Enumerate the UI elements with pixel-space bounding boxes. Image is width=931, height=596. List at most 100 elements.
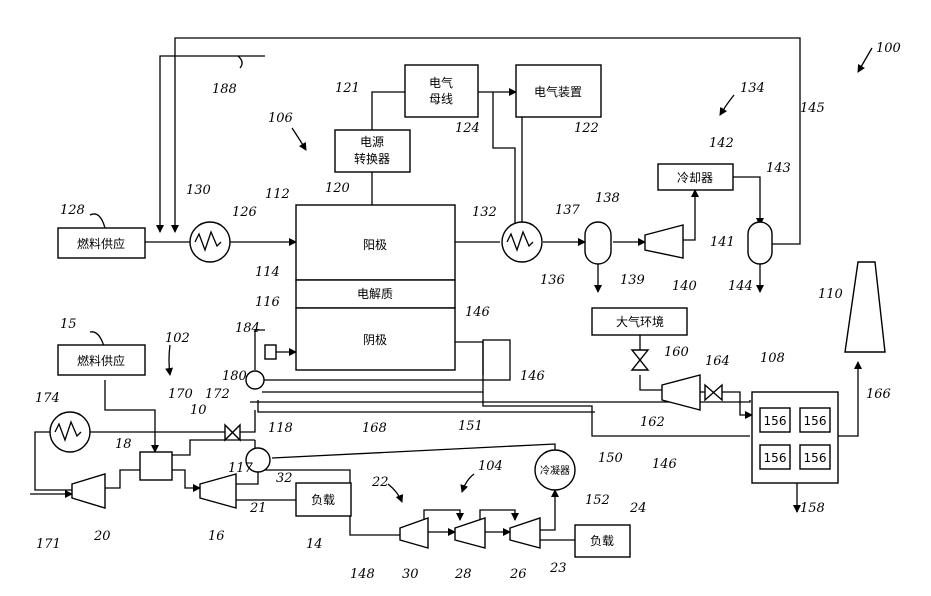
condenser-text: 冷凝器 (540, 464, 570, 477)
label-102: 102 (165, 331, 190, 346)
label-168: 168 (362, 421, 387, 436)
separator-138 (585, 222, 611, 264)
label-108: 108 (760, 351, 785, 366)
valve-160 (632, 350, 648, 370)
label-15: 15 (60, 317, 77, 332)
turbine-30 (400, 518, 428, 548)
label-170: 170 (168, 387, 193, 402)
cooler-text: 冷却器 (677, 171, 713, 185)
label-120: 120 (325, 181, 350, 196)
label-32: 32 (276, 471, 293, 486)
label-16: 16 (208, 529, 225, 544)
label-152: 152 (585, 493, 610, 508)
label-172: 172 (205, 387, 230, 402)
label-122: 122 (574, 121, 599, 136)
label-150: 150 (598, 451, 623, 466)
label-124: 124 (455, 121, 480, 136)
compressor-162 (662, 375, 700, 410)
label-23: 23 (549, 561, 567, 576)
label-116: 116 (255, 295, 280, 310)
label-174: 174 (35, 391, 60, 406)
load2-text: 负载 (590, 534, 614, 548)
cathode-text: 阴极 (363, 333, 387, 347)
label-126: 126 (232, 205, 257, 220)
label-134: 134 (740, 81, 765, 96)
fuel-left-text: 燃料供应 (77, 353, 125, 368)
label-148: 148 (350, 567, 375, 582)
compressor-140 (645, 225, 683, 258)
bus-text-2: 母线 (429, 92, 453, 106)
label-160: 160 (664, 345, 689, 360)
label-128: 128 (60, 203, 85, 218)
label-110: 110 (818, 287, 843, 302)
ambient-text: 大气环境 (616, 314, 664, 329)
converter-text-2: 转换器 (354, 151, 390, 166)
heat-exchanger-130 (190, 222, 230, 262)
label-138: 138 (595, 191, 620, 206)
cell-156-text-b: 156 (804, 414, 827, 428)
cell-156-text-d: 156 (804, 451, 827, 465)
sensor-184 (265, 345, 276, 359)
label-132: 132 (472, 205, 497, 220)
label-143: 143 (766, 161, 791, 176)
label-188: 188 (212, 82, 237, 97)
label-146b: 146 (520, 369, 545, 384)
cell-156-text-a: 156 (764, 414, 787, 428)
cell-156-text-c: 156 (764, 451, 787, 465)
heat-exchanger-174 (50, 412, 90, 452)
label-146a: 146 (465, 305, 490, 320)
label-118: 118 (268, 421, 293, 436)
label-100: 100 (876, 41, 901, 56)
label-146c: 146 (652, 457, 677, 472)
label-136: 136 (540, 273, 565, 288)
label-144: 144 (728, 279, 753, 294)
reformer-18-box (140, 452, 172, 480)
label-18: 18 (115, 437, 132, 452)
label-137: 137 (555, 203, 581, 218)
separator-144 (748, 222, 772, 264)
label-117: 117 (228, 461, 254, 476)
label-171: 171 (36, 537, 61, 552)
reference-labels: 100 106 121 124 122 134 188 145 142 143 … (35, 41, 901, 582)
turbine-28 (455, 518, 485, 548)
label-10: 10 (190, 403, 207, 418)
label-104: 104 (478, 459, 503, 474)
electrolyte-text: 电解质 (357, 287, 393, 301)
valve-172 (225, 425, 240, 440)
label-162: 162 (640, 415, 665, 430)
load1-text: 负载 (311, 493, 335, 507)
turbine-16 (200, 474, 236, 508)
heat-exchanger-136 (502, 222, 542, 262)
bus-text-1: 电气 (429, 75, 453, 90)
label-106: 106 (268, 111, 293, 126)
label-121: 121 (335, 81, 360, 96)
label-145: 145 (800, 101, 825, 116)
compressor-20 (72, 474, 105, 508)
label-30: 30 (402, 567, 419, 582)
label-139: 139 (620, 273, 645, 288)
turbine-26 (510, 518, 540, 548)
label-20: 20 (93, 529, 111, 544)
fuel-top-text: 燃料供应 (77, 236, 125, 251)
label-184: 184 (235, 321, 260, 336)
label-26: 26 (509, 567, 527, 582)
label-141: 141 (710, 235, 735, 250)
label-21: 21 (249, 501, 267, 516)
stack-110 (845, 262, 885, 352)
label-142: 142 (709, 136, 734, 151)
anode-text: 阳极 (363, 238, 387, 252)
device-text: 电气装置 (534, 84, 582, 99)
label-14: 14 (306, 537, 323, 552)
label-140: 140 (672, 279, 697, 294)
label-180: 180 (222, 369, 247, 384)
label-114: 114 (255, 265, 280, 280)
label-24: 24 (629, 501, 647, 516)
label-22: 22 (371, 475, 389, 490)
label-151: 151 (458, 419, 483, 434)
label-158: 158 (800, 501, 825, 516)
label-112: 112 (265, 187, 290, 202)
label-130: 130 (186, 183, 211, 198)
label-28: 28 (454, 567, 472, 582)
converter-text-1: 电源 (360, 135, 384, 149)
